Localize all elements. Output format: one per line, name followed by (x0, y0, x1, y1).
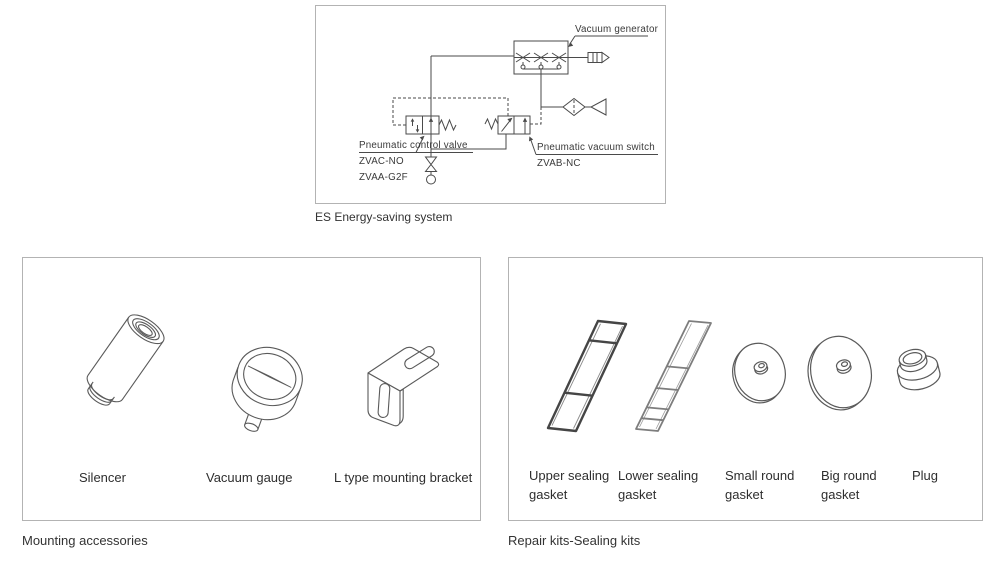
control-valve-model-2: ZVAA-G2F (359, 172, 408, 183)
control-valve-label: Pneumatic control valve (359, 140, 468, 151)
small-round-gasket-label: Small round gasket (725, 468, 795, 502)
vacuum-generator-symbol (513, 40, 569, 107)
plug-icon (896, 348, 941, 391)
l-bracket-icon (367, 345, 440, 427)
lower-sealing-gasket-icon (635, 320, 712, 432)
vacuum-gauge-icon (231, 346, 303, 432)
repair-kits-panel: Upper sealing gasket Lower sealing gaske… (508, 257, 983, 521)
vacuum-generator-leader (568, 35, 648, 47)
pilot-line (392, 97, 509, 126)
es-schematic-panel: Vacuum generator Pneumatic control valve… (315, 5, 666, 204)
vacuum-switch-label: Pneumatic vacuum switch (537, 142, 655, 153)
plug-label: Plug (912, 468, 939, 483)
vacuum-switch-symbol (484, 115, 531, 135)
small-round-gasket-icon (732, 342, 786, 404)
lower-sealing-gasket-label: Lower sealing gasket (618, 468, 699, 502)
control-valve-model-1: ZVAC-NO (359, 156, 404, 167)
control-valve-symbol (405, 115, 457, 135)
supply-line (430, 55, 514, 116)
vacuum-gauge-label: Vacuum gauge (206, 470, 293, 485)
big-round-gasket-icon (807, 335, 872, 411)
exhaust-silencer-symbol (568, 51, 610, 64)
l-bracket-label: L type mounting bracket (334, 470, 473, 485)
upper-sealing-gasket-icon (546, 319, 628, 433)
silencer-icon (86, 314, 165, 406)
es-system-schematic-icon (359, 35, 658, 185)
repair-kits-caption: Repair kits-Sealing kits (508, 533, 641, 548)
big-round-gasket-label: Big round gasket (821, 468, 877, 502)
upper-sealing-gasket-label: Upper sealing gasket (529, 468, 610, 502)
silencer-label: Silencer (79, 470, 126, 485)
filter-symbol (562, 97, 586, 117)
vacuum-switch-model: ZVAB-NC (537, 158, 581, 169)
control-valve-leader (359, 135, 473, 153)
mounting-accessories-panel: Silencer Vacuum gauge L type mounting br… (22, 257, 481, 521)
vacuum-switch-leader (529, 136, 658, 155)
vacuum-pad-symbol (589, 98, 607, 116)
mounting-accessories-caption: Mounting accessories (22, 533, 148, 548)
vacuum-generator-label: Vacuum generator (575, 24, 659, 35)
es-schematic-caption: ES Energy-saving system (315, 210, 453, 224)
check-valve-symbol (424, 156, 438, 185)
